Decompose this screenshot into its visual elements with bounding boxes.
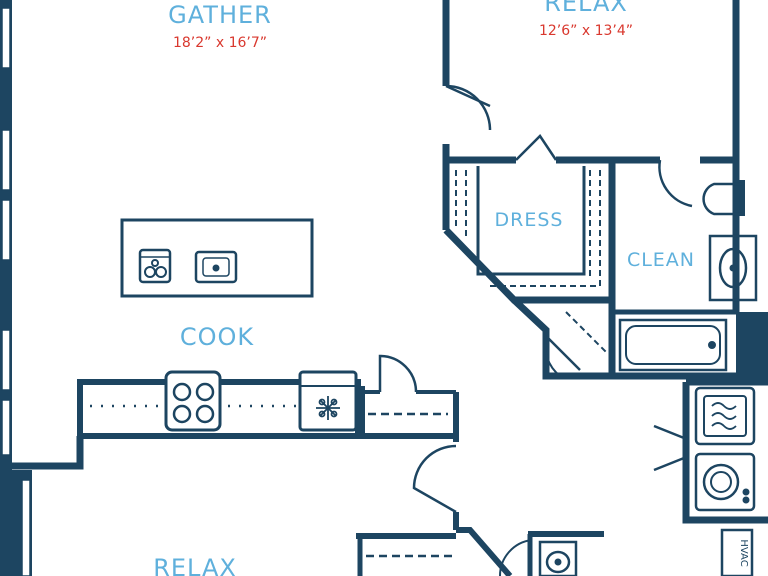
relax-top-walls <box>442 0 740 230</box>
pantry <box>359 354 459 439</box>
sink-icon <box>194 250 238 284</box>
room-label-gather: GATHER <box>168 1 272 29</box>
room-label-clean: CLEAN <box>627 249 695 271</box>
room-label-relax-top: RELAX <box>544 0 628 17</box>
room-label-relax-bottom: RELAX <box>153 554 237 576</box>
bathroom-sink-icon <box>708 234 758 302</box>
lower-bath-sink-icon <box>538 540 578 576</box>
kitchen-island <box>120 218 314 298</box>
dishwasher-icon <box>138 248 172 284</box>
room-dims-gather: 18’2” x 16’7” <box>173 35 267 51</box>
stove-icon <box>164 370 222 432</box>
bathtub-icon <box>618 318 728 372</box>
hallway-door <box>412 436 459 530</box>
toilet-icon <box>702 180 745 216</box>
freezer-icon <box>298 370 358 432</box>
room-label-cook: COOK <box>180 323 255 351</box>
relax-bottom-walls <box>356 527 604 576</box>
laundry-closet <box>653 378 768 524</box>
hvac-label: HVAC <box>738 539 749 566</box>
hvac-unit <box>720 528 754 576</box>
left-exterior-wall <box>0 0 32 576</box>
hallway-diagonal <box>511 297 612 380</box>
dryer-icon <box>694 386 756 446</box>
washer-icon <box>694 452 756 512</box>
kitchen-counter <box>77 379 361 439</box>
room-label-dress: DRESS <box>495 209 564 231</box>
room-dims-relax-top: 12’6” x 13’4” <box>539 23 633 39</box>
gather-bottom-wall <box>12 436 84 470</box>
